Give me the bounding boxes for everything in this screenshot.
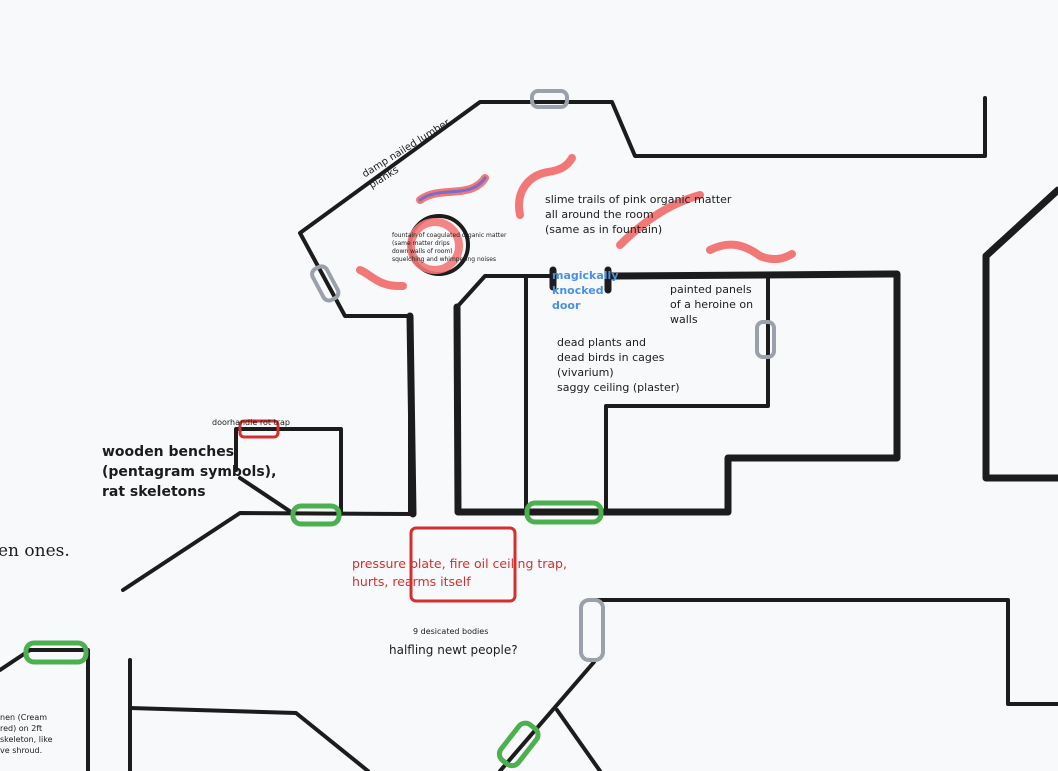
label-vivarium: dead plants and dead birds in cages (viv…: [557, 336, 680, 394]
slime-trail: [356, 266, 407, 291]
door-west[interactable]: [310, 264, 341, 303]
wall-vivarium-top: [455, 274, 554, 309]
wall-fountain-room: [298, 96, 987, 516]
pressure-plate-trap: [409, 526, 517, 603]
label-bodies: 9 desicated bodies: [413, 627, 489, 636]
door-south[interactable]: [496, 720, 541, 769]
label-fountain: fountain of coagulated organic matter (s…: [392, 232, 507, 263]
wall-southwest: [0, 648, 90, 771]
door-south-east[interactable]: [579, 598, 605, 662]
door-southwest[interactable]: [23, 640, 89, 665]
door-bench-room[interactable]: [290, 503, 342, 527]
slime-trail-inner: [418, 176, 487, 202]
slime-trail: [416, 174, 489, 204]
label-benches: wooden benches (pentagram symbols), rat …: [102, 444, 277, 500]
slime-trail: [616, 191, 704, 249]
label-magic-door: magickally knocked door: [552, 269, 619, 312]
wall-south-diagonal-2: [555, 708, 602, 771]
doorhandle-trap-marker: [238, 419, 280, 439]
door-north[interactable]: [530, 89, 569, 109]
wall-east-room: [982, 186, 1058, 482]
wall-south-east: [592, 598, 1058, 706]
wall-bench-alcove: [234, 427, 343, 516]
label-halfling: halfling newt people?: [389, 643, 518, 657]
label-painted-panels: painted panels of a heroine on walls: [670, 283, 754, 326]
wall-vivarium-inner: [604, 274, 770, 514]
slime-trail: [706, 240, 796, 264]
wall-vivarium-room: [453, 270, 901, 516]
door-panels[interactable]: [755, 320, 776, 359]
label-bottom-left-note: nen (Cream red) on 2ft skeleton, like ve…: [0, 713, 53, 755]
fountain-matter: [407, 218, 463, 274]
wall-bench-diagonal: [238, 476, 296, 516]
label-cut-text: en ones.: [0, 541, 70, 561]
wall-bench-room: [121, 511, 415, 592]
label-doorhandle-trap: doorhandle rot trap: [212, 418, 290, 427]
label-slime-trails: slime trails of pink organic matter all …: [545, 193, 732, 236]
label-pressure-plate: pressure plate, fire oil ceiling trap, h…: [352, 556, 567, 589]
wall-corridor-left: [406, 312, 417, 518]
slime-trail: [515, 154, 576, 219]
wall-southwest-2: [128, 706, 370, 771]
door-vivarium[interactable]: [524, 500, 604, 525]
wall-south-diagonal: [498, 660, 596, 771]
